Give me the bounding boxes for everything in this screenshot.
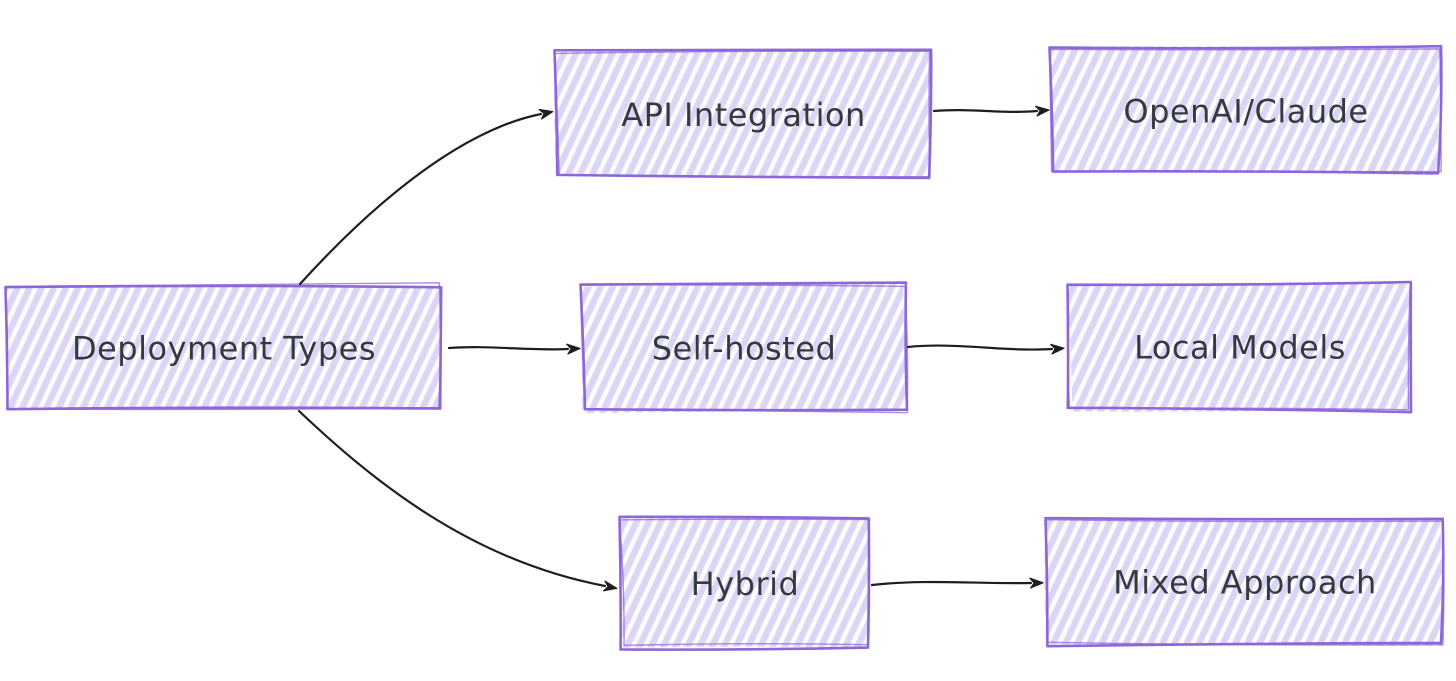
node-label-self-hosted: Self-hosted	[652, 330, 837, 368]
node-border-api-integration	[553, 48, 933, 180]
node-fill-self-hosted	[580, 282, 907, 414]
node-label-openai-claude: OpenAI/Claude	[1123, 93, 1368, 131]
node-api-integration: API Integration	[553, 48, 933, 180]
node-label-hybrid: Hybrid	[691, 565, 800, 603]
node-border-sketch-openai-claude	[1048, 48, 1442, 173]
node-fill-mixed-approach	[1044, 517, 1444, 647]
node-border-sketch-self-hosted	[579, 284, 909, 414]
node-fill-hybrid	[619, 516, 870, 649]
node-self-hosted: Self-hosted	[579, 281, 909, 414]
node-deployment-types: Deployment Types	[4, 282, 443, 411]
node-fill-api-integration	[553, 50, 932, 178]
node-hybrid: Hybrid	[618, 515, 871, 651]
edge-deployment-types-to-hybrid-arrow	[297, 409, 618, 592]
node-label-mixed-approach: Mixed Approach	[1113, 564, 1377, 602]
node-border-sketch-api-integration	[553, 50, 931, 178]
node-fill-openai-claude	[1049, 46, 1442, 176]
node-openai-claude: OpenAI/Claude	[1048, 44, 1443, 176]
nodes-layer: Deployment Types API Integration OpenAI/Cl…	[4, 44, 1445, 651]
node-label-api-integration: API Integration	[621, 96, 866, 134]
node-mixed-approach: Mixed Approach	[1044, 516, 1445, 648]
node-border-hybrid	[618, 515, 871, 651]
node-local-models: Local Models	[1066, 280, 1413, 414]
node-border-sketch-mixed-approach	[1044, 519, 1445, 646]
node-label-deployment-types: Deployment Types	[72, 330, 376, 368]
node-fill-deployment-types	[5, 286, 442, 411]
edge-self-hosted-to-local-models-arrow	[906, 343, 1065, 355]
node-border-sketch-deployment-types	[4, 282, 442, 411]
node-border-sketch-hybrid	[618, 518, 870, 647]
node-fill-local-models	[1067, 283, 1411, 412]
node-label-local-models: Local Models	[1134, 329, 1346, 367]
node-border-openai-claude	[1048, 44, 1443, 175]
edge-deployment-types-to-self-hosted-arrow	[447, 343, 581, 355]
edge-hybrid-to-mixed-approach-arrow	[870, 577, 1044, 589]
node-border-sketch-local-models	[1066, 281, 1411, 411]
edges-layer	[297, 105, 1065, 592]
edge-api-integration-to-openai-claude-arrow	[932, 105, 1050, 117]
edge-deployment-types-to-api-integration-arrow	[298, 108, 554, 286]
